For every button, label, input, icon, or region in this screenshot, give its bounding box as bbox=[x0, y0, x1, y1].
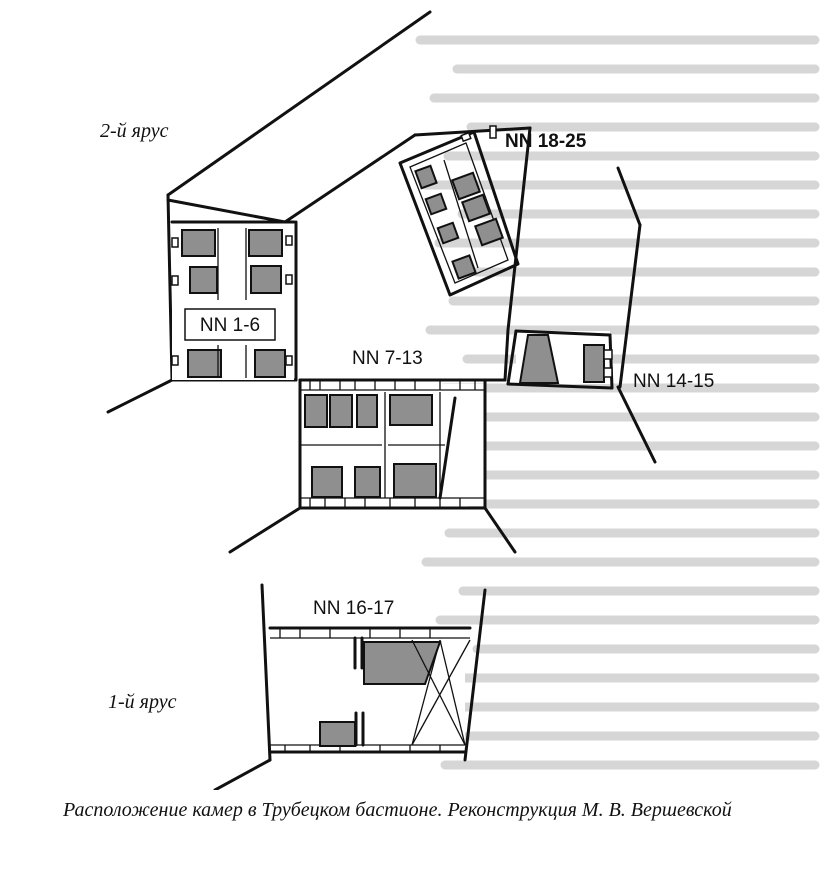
upper-tier-label: 2-й ярус bbox=[100, 120, 169, 142]
window-ticks-lower bbox=[279, 628, 441, 752]
bastion-plan: NN 1-6 NN 18-25 bbox=[100, 10, 820, 790]
cell-group-1-6: NN 1-6 bbox=[170, 220, 296, 380]
label-cells-1-6: NN 1-6 bbox=[200, 315, 260, 336]
label-cells-7-13: NN 7-13 bbox=[352, 348, 423, 369]
figure-caption: Расположение камер в Трубецком бастионе.… bbox=[63, 799, 732, 821]
window-ticks bbox=[309, 380, 476, 508]
upper-tier-outline bbox=[106, 10, 657, 464]
cell-group-14-15: NN 14-15 bbox=[506, 329, 714, 392]
cell-group-7-13: NN 7-13 bbox=[228, 348, 517, 554]
label-cells-14-15: NN 14-15 bbox=[633, 371, 714, 392]
label-cells-16-17: NN 16-17 bbox=[313, 598, 394, 619]
cell-group-16-17: NN 16-17 bbox=[213, 583, 487, 790]
label-cells-18-25: NN 18-25 bbox=[505, 131, 587, 152]
lower-tier-label: 1-й ярус bbox=[108, 691, 177, 713]
cell-group-18-25: NN 18-25 bbox=[398, 125, 587, 297]
